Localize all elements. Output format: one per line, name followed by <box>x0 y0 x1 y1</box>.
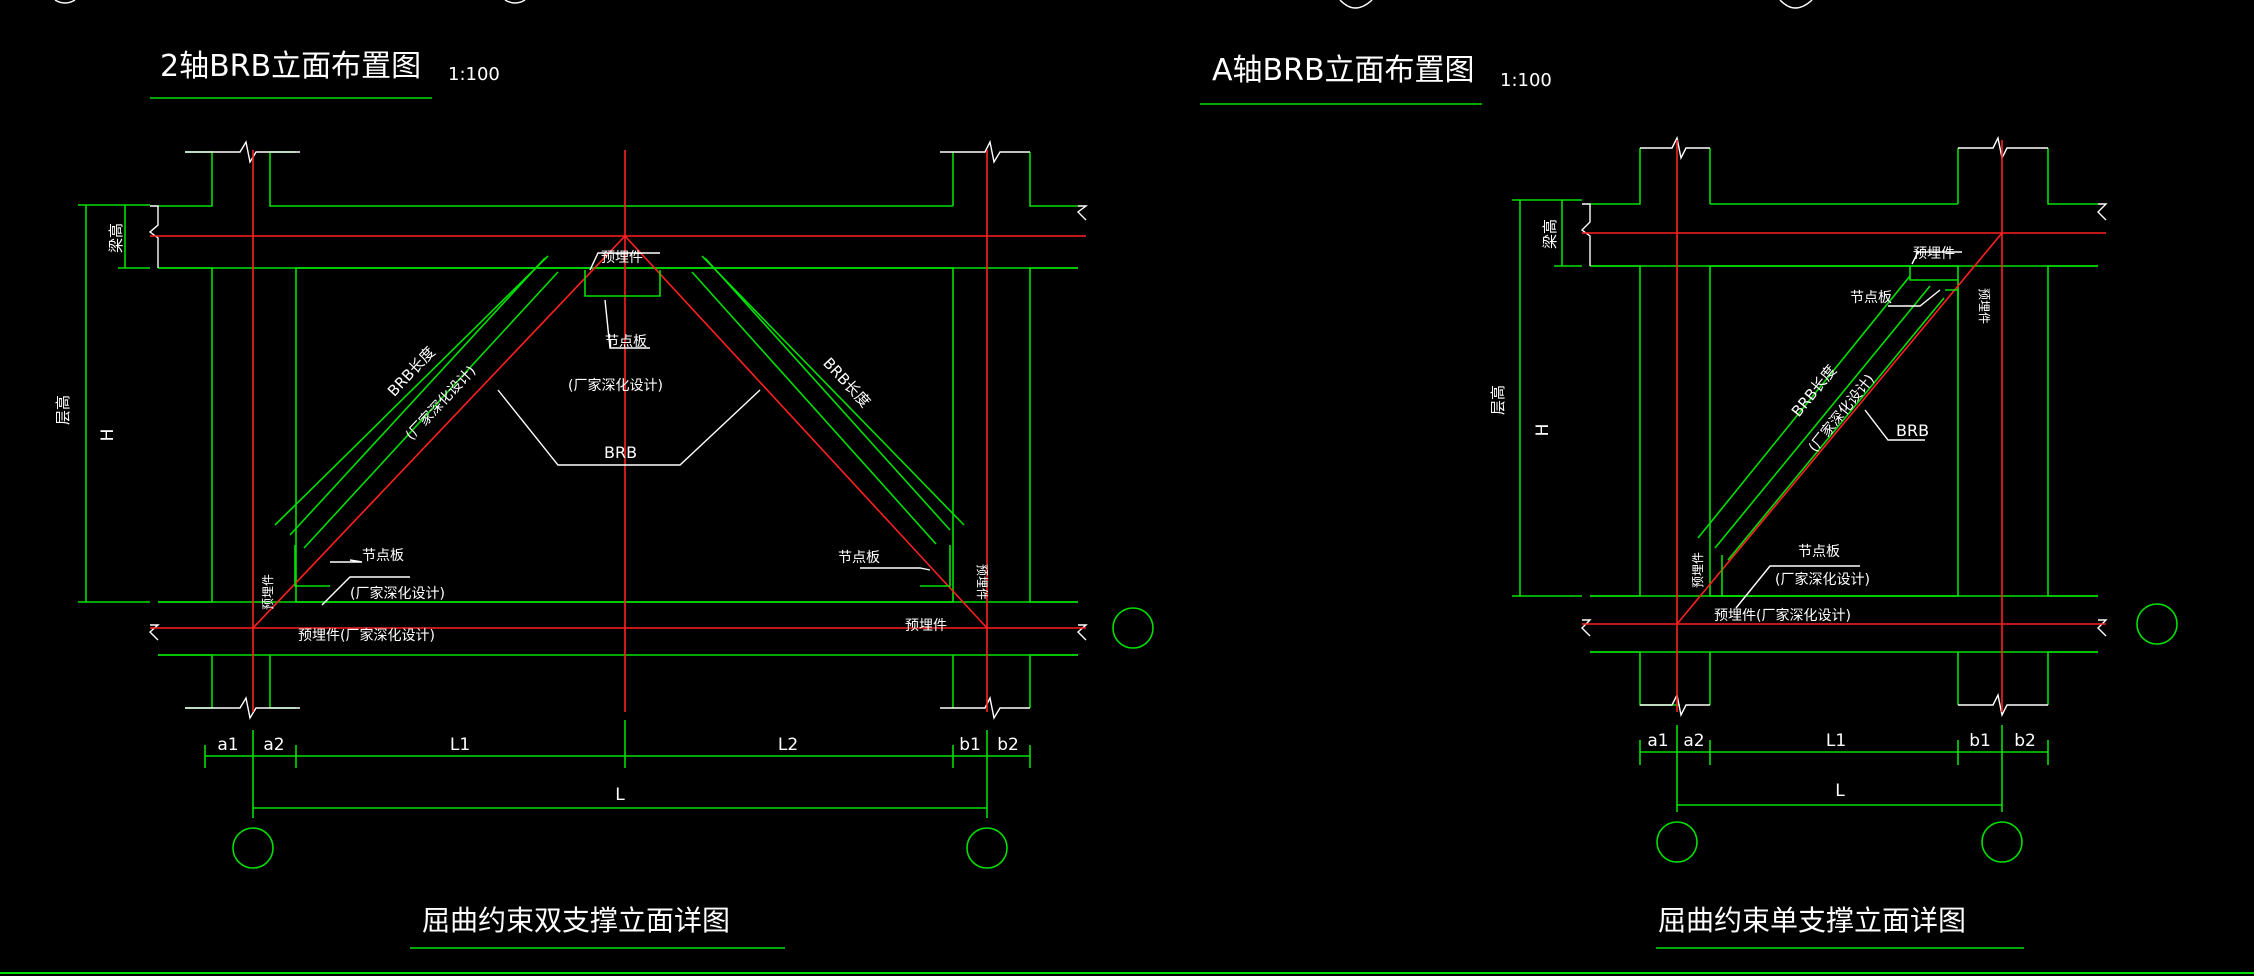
right-dim-a2: a2 <box>1683 731 1704 751</box>
left-gusset-top: 节点板 <box>605 334 647 350</box>
left-gusset-bl: 节点板 <box>362 548 404 564</box>
right-axis-lines <box>1582 140 2106 712</box>
right-dim-b1: b1 <box>1969 731 1991 751</box>
right-dim-L1: L1 <box>1826 731 1846 751</box>
right-dim-b2: b2 <box>2014 731 2036 751</box>
right-axis-bubble-level <box>2136 603 2178 645</box>
left-dim-b1: b1 <box>959 735 981 755</box>
left-dim-L1: L1 <box>450 735 470 755</box>
left-embed-top: 预埋件 <box>601 250 643 266</box>
right-embed-tr-vertical: 预埋件 <box>1977 288 1991 324</box>
left-floor-height-label: 层高 <box>54 395 72 425</box>
left-caption: 屈曲约束双支撑立面详图 <box>422 904 730 937</box>
right-brb-label: BRB <box>1896 421 1929 440</box>
right-brb-brace <box>1697 266 1959 597</box>
right-height-dimension <box>1512 199 1582 597</box>
left-embed-br-vertical: 预埋件 <box>975 564 989 600</box>
left-title: 2轴BRB立面布置图 <box>160 49 421 84</box>
left-height-dimension <box>78 204 150 603</box>
left-axis-bubble-1 <box>232 827 274 869</box>
right-axis-bubble-2 <box>1981 821 2023 863</box>
right-embed-top: 预埋件 <box>1913 246 1955 262</box>
right-caption: 屈曲约束单支撑立面详图 <box>1658 904 1966 937</box>
left-bottom-dimensions <box>204 607 1154 869</box>
left-factory-design-center: (厂家深化设计) <box>568 377 663 394</box>
left-dim-a2: a2 <box>263 735 284 755</box>
right-factory-design-bl: (厂家深化设计) <box>1775 571 1870 588</box>
left-brb-label: BRB <box>604 443 637 462</box>
right-axis-bubble-1 <box>1656 821 1698 863</box>
left-drawing-double-brace: 2轴BRB立面布置图 1:100 <box>54 49 1154 949</box>
right-title: A轴BRB立面布置图 <box>1212 53 1475 88</box>
right-floor-height-label: 层高 <box>1489 385 1507 415</box>
left-embed-bl-vertical: 预埋件 <box>261 574 275 610</box>
left-scale: 1:100 <box>448 64 500 85</box>
left-frame-outline <box>148 139 1089 720</box>
right-scale: 1:100 <box>1500 70 1552 91</box>
right-embed-bl-vertical: 预埋件 <box>1691 552 1705 588</box>
left-embed-bottom: 预埋件(厂家深化设计) <box>298 627 435 644</box>
left-dim-b2: b2 <box>997 735 1019 755</box>
top-edge-fragments <box>54 0 1813 9</box>
right-dim-a1: a1 <box>1647 731 1668 751</box>
left-leaders <box>321 252 931 606</box>
left-embed-br: 预埋件 <box>905 618 947 634</box>
right-gusset-top: 节点板 <box>1850 290 1892 306</box>
left-axis-bubble-2 <box>966 827 1008 869</box>
right-height-symbol: H <box>1533 424 1553 437</box>
left-beam-height-label: 梁高 <box>107 223 125 253</box>
left-gusset-br: 节点板 <box>838 550 880 566</box>
left-axis-lines <box>150 150 1086 712</box>
right-frame-outline <box>1580 135 2108 718</box>
left-dim-L2: L2 <box>778 735 798 755</box>
left-dim-L: L <box>615 785 625 805</box>
left-factory-design-bl: (厂家深化设计) <box>350 585 445 602</box>
right-embed-bottom: 预埋件(厂家深化设计) <box>1714 607 1851 624</box>
right-beam-height-label: 梁高 <box>1541 219 1559 249</box>
left-height-symbol: H <box>98 429 118 442</box>
left-brb-braces <box>274 255 965 587</box>
right-dim-L: L <box>1835 781 1845 801</box>
left-axis-bubble-level <box>1112 607 1154 649</box>
left-dim-a1: a1 <box>217 735 238 755</box>
right-gusset-bl: 节点板 <box>1798 544 1840 560</box>
right-leaders <box>1735 251 1962 609</box>
right-bottom-dimensions <box>1639 603 2178 863</box>
